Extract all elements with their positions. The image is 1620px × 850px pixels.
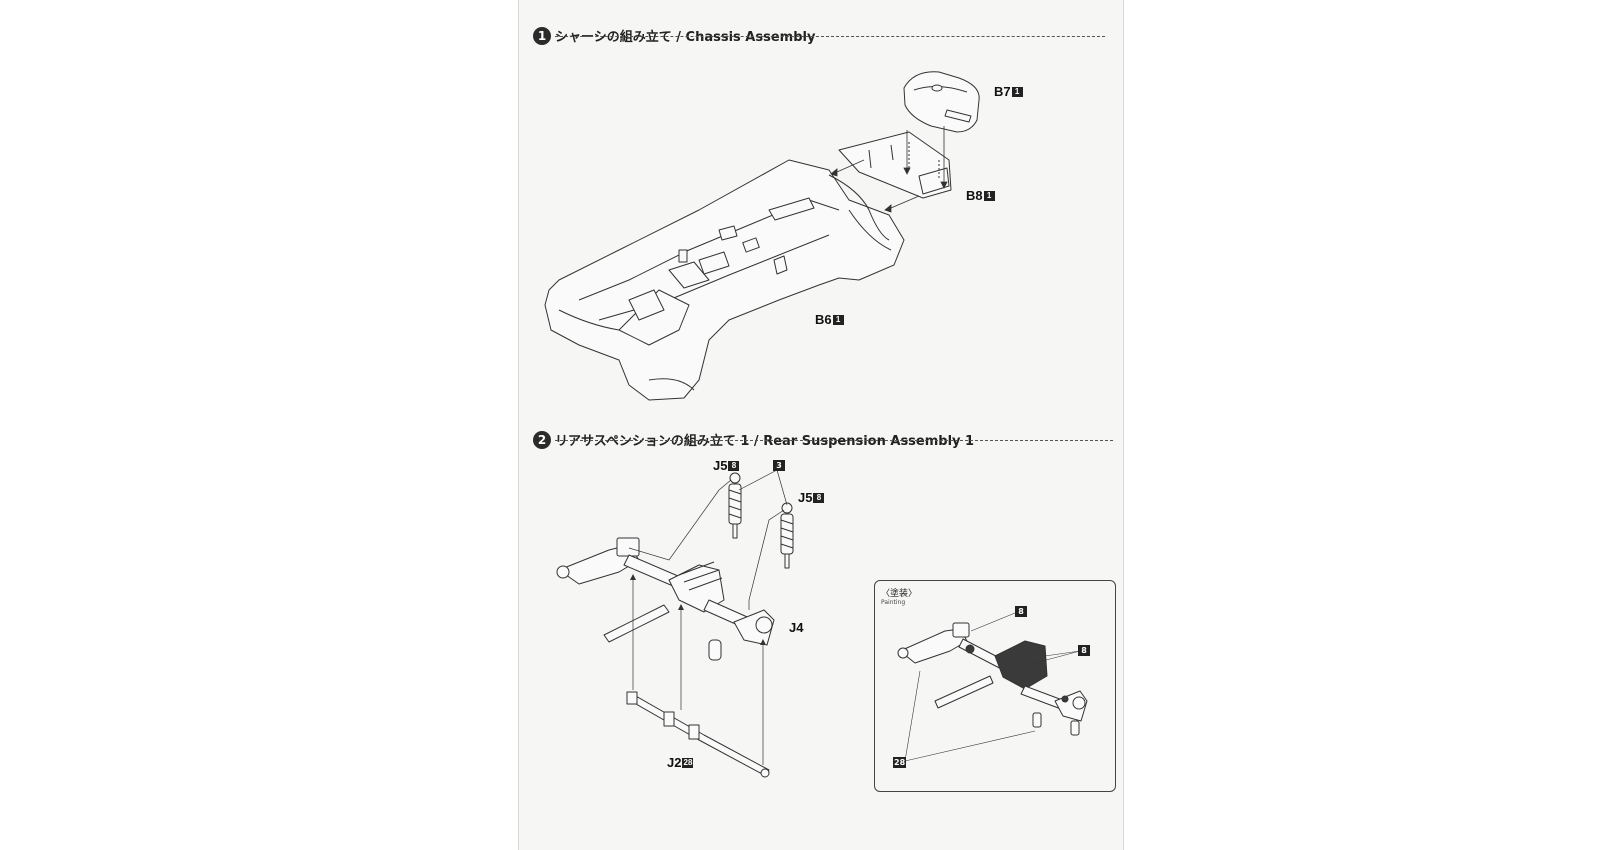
b6-chassis [544,159,905,401]
part-label-j4: J4 [789,620,803,635]
assembly-drawing [544,71,980,778]
part-code-j5-right: J5 [798,490,813,505]
step2-number: 2 [533,430,551,449]
part-badge-b7: 1 [1011,86,1023,97]
part-code-j5-left: J5 [713,458,728,473]
painting-subtitle: Painting [881,599,906,606]
painting-badge-bottom: 28 [893,757,907,768]
rear-axle-assembly [556,537,775,661]
part-label-j5-right: J5 8 [798,490,825,505]
shock-absorber-left [728,472,742,539]
instruction-sheet: 1 シャーシの組み立て / Chassis Assembly 2 リアサスペンシ… [518,0,1124,850]
part-code-b6: B6 [815,312,832,327]
painting-title: 〈塗装〉 [881,589,918,599]
part-label-j2: J2 28 [667,755,694,770]
step2-title: リアサスペンションの組み立て 1 / Rear Suspension Assem… [555,434,975,449]
painting-drawing [897,612,1088,762]
step1-number: 1 [533,26,551,45]
step1-title: シャーシの組み立て / Chassis Assembly [555,30,816,45]
part-label-b7: B7 1 [994,84,1023,99]
step1-header: 1 シャーシの組み立て / Chassis Assembly [533,26,815,45]
b7-part [903,71,980,133]
part-code-j4: J4 [789,620,804,635]
part-code-b7: B7 [994,84,1011,99]
part-label-b8: B8 1 [966,188,995,203]
part-badge-j5-right: 8 [813,492,825,503]
step2-divider [555,440,1113,441]
step1-divider [555,36,1105,37]
part-badge-j5-left: 8 [728,460,740,471]
painting-inset: 〈塗装〉 Painting [874,580,1116,792]
j2-link-rod [626,691,770,778]
part-badge-b6: 1 [832,314,844,325]
painting-badge-top: 8 [1015,606,1027,617]
part-label-j5-left: J5 8 [713,458,740,473]
step2-header: 2 リアサスペンションの組み立て 1 / Rear Suspension Ass… [533,430,974,449]
shock-absorber-right [780,502,794,569]
part-badge-b8: 1 [983,190,995,201]
b8-part [838,131,952,199]
painting-badge-right: 8 [1078,645,1090,656]
spring-color-badge: 3 [773,460,785,471]
part-code-b8: B8 [966,188,983,203]
part-label-b6: B6 1 [815,312,844,327]
part-code-j2: J2 [667,755,682,770]
part-badge-j2: 28 [682,757,694,768]
